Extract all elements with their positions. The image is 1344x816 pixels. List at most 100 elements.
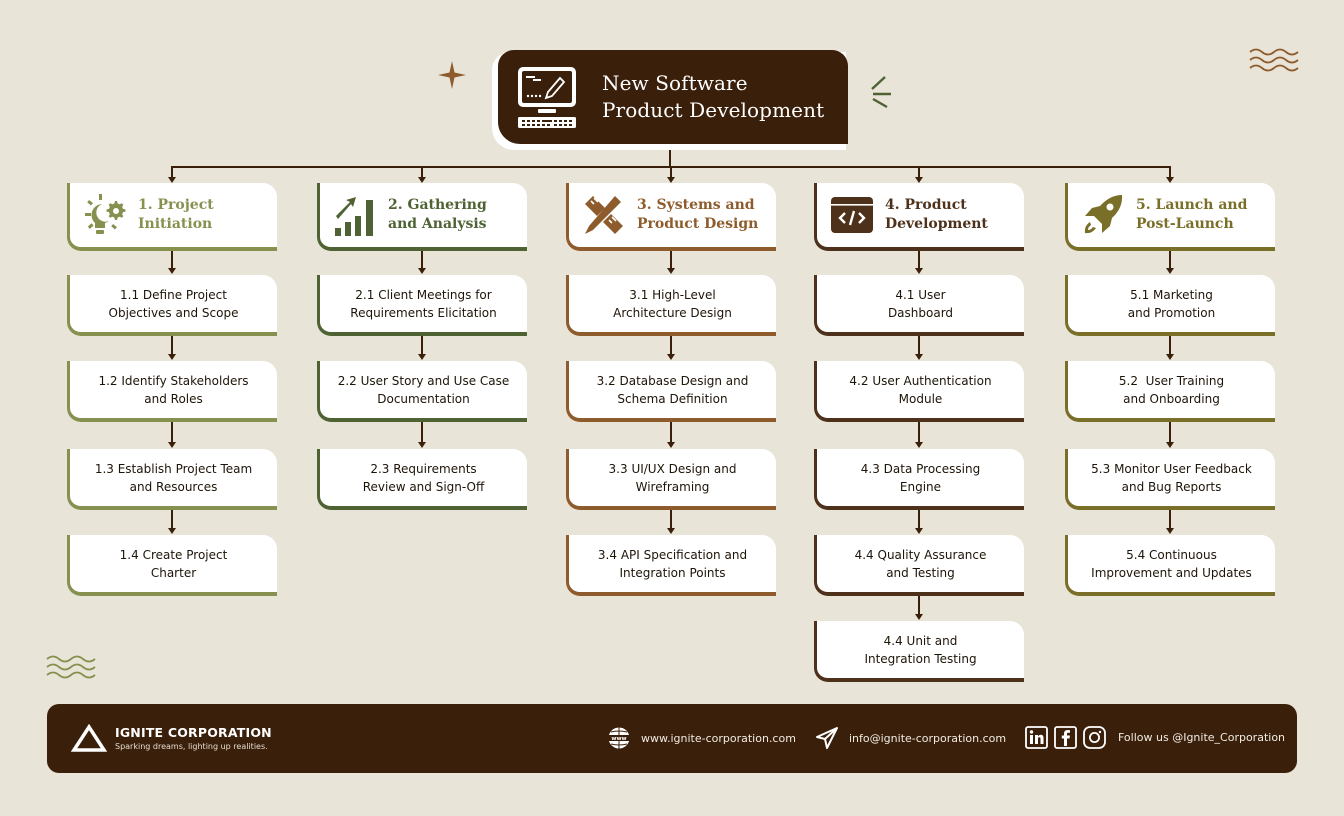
task-label-line1: 5.4 Continuous xyxy=(1126,547,1217,562)
task-label: 3.2 Database Design and Schema Definitio… xyxy=(597,372,749,408)
task-label: 3.3 UI/UX Design and Wireframing xyxy=(609,460,737,496)
task-connector xyxy=(421,336,423,355)
facebook-icon[interactable] xyxy=(1054,726,1077,749)
social-links: Follow us @Ignite_Corporation xyxy=(1025,726,1285,749)
task-label-line1: 4.4 Quality Assurance xyxy=(854,547,987,562)
task-label-line1: 1.2 Identify Stakeholders xyxy=(98,373,249,388)
task-card: 4.2 User Authentication Module xyxy=(814,361,1024,422)
svg-text:www: www xyxy=(611,736,626,742)
phase-title-line1: 5. Launch and xyxy=(1136,197,1248,213)
arrow-head xyxy=(168,528,176,534)
wave-lines-icon xyxy=(46,655,96,679)
task-card: 2.1 Client Meetings for Requirements Eli… xyxy=(317,275,527,336)
task-label: 1.2 Identify Stakeholders and Roles xyxy=(98,372,248,408)
arrow-head xyxy=(915,177,923,183)
task-card: 2.2 User Story and Use Case Documentatio… xyxy=(317,361,527,422)
growth-chart-icon xyxy=(332,192,378,238)
linkedin-icon[interactable] xyxy=(1025,726,1048,749)
arrow-head xyxy=(915,528,923,534)
task-card: 2.3 Requirements Review and Sign-Off xyxy=(317,449,527,510)
task-label: 2.2 User Story and Use Case Documentatio… xyxy=(338,372,510,408)
arrow-head xyxy=(1166,177,1174,183)
social-handle-text: Follow us @Ignite_Corporation xyxy=(1118,731,1286,744)
task-label-line2: Integration Points xyxy=(619,565,726,580)
task-card: 1.1 Define Project Objectives and Scope xyxy=(67,275,277,336)
website-link[interactable]: www www.ignite-corporation.com xyxy=(607,726,796,750)
task-connector xyxy=(421,422,423,443)
arrow-head xyxy=(1166,354,1174,360)
website-text: www.ignite-corporation.com xyxy=(641,731,796,745)
task-label-line1: 4.4 Unit and xyxy=(883,633,958,648)
task-label: 4.3 Data Processing Engine xyxy=(861,460,980,496)
task-label-line2: Schema Definition xyxy=(617,391,728,406)
task-label-line1: 4.1 User xyxy=(895,287,946,302)
task-label-line1: 2.3 Requirements xyxy=(370,461,477,476)
task-label: 3.4 API Specification and Integration Po… xyxy=(598,546,747,582)
task-card: 3.4 API Specification and Integration Po… xyxy=(566,535,776,596)
brand: IGNITE CORPORATION Sparking dreams, ligh… xyxy=(71,724,272,752)
task-label-line2: and Promotion xyxy=(1127,305,1216,320)
task-label: 2.3 Requirements Review and Sign-Off xyxy=(363,460,485,496)
task-label: 3.1 High-Level Architecture Design xyxy=(613,286,732,322)
arrow-head xyxy=(418,354,426,360)
email-link[interactable]: info@ignite-corporation.com xyxy=(815,726,1006,750)
task-connector xyxy=(421,251,423,269)
task-label-line2: Improvement and Updates xyxy=(1091,565,1252,580)
root-title-line1: New Software xyxy=(602,71,748,95)
triangle-logo-icon xyxy=(71,724,107,752)
task-label-line1: 5.2 User Training xyxy=(1118,373,1225,388)
task-label: 5.3 Monitor User Feedback and Bug Report… xyxy=(1091,460,1252,496)
paper-plane-icon xyxy=(816,727,838,749)
phase-card-1: 1. Project Initiation xyxy=(67,183,277,251)
task-label: 5.1 Marketing and Promotion xyxy=(1128,286,1215,322)
brand-tagline: Sparking dreams, lighting up realities. xyxy=(115,742,268,751)
task-card: 1.3 Establish Project Team and Resources xyxy=(67,449,277,510)
phase-card-3: 3. Systems and Product Design xyxy=(566,183,776,251)
phase-connector xyxy=(670,167,672,177)
lightbulb-gear-icon xyxy=(82,192,128,238)
phase-title: 3. Systems and Product Design xyxy=(637,196,758,234)
task-label-line2: Review and Sign-Off xyxy=(362,479,485,494)
task-label-line1: 4.3 Data Processing xyxy=(860,461,981,476)
task-label-line2: and Roles xyxy=(144,391,203,406)
arrow-head xyxy=(915,268,923,274)
arrow-head xyxy=(168,268,176,274)
task-label-line2: and Resources xyxy=(129,479,218,494)
arrow-head xyxy=(1166,528,1174,534)
phase-title: 1. Project Initiation xyxy=(138,196,214,234)
task-connector xyxy=(1169,510,1171,529)
arrow-head xyxy=(915,442,923,448)
phase-title-line2: and Analysis xyxy=(388,216,487,232)
task-label-line2: Charter xyxy=(150,565,197,580)
phase-title-line2: Initiation xyxy=(138,216,213,232)
root-node: New Software Product Development xyxy=(492,48,848,150)
arrow-head xyxy=(667,177,675,183)
task-label: 5.4 Continuous Improvement and Updates xyxy=(1091,546,1252,582)
arrow-head xyxy=(915,614,923,620)
task-card: 5.2 User Training and Onboarding xyxy=(1065,361,1275,422)
task-connector xyxy=(1169,422,1171,443)
task-label-line1: 3.1 High-Level xyxy=(629,287,716,302)
task-label: 1.3 Establish Project Team and Resources xyxy=(95,460,252,496)
task-label-line2: and Onboarding xyxy=(1123,391,1220,406)
task-card: 5.4 Continuous Improvement and Updates xyxy=(1065,535,1275,596)
arrow-head xyxy=(168,442,176,448)
task-label: 4.4 Unit and Integration Testing xyxy=(864,632,976,668)
footer: IGNITE CORPORATION Sparking dreams, ligh… xyxy=(47,704,1297,773)
task-connector xyxy=(1169,251,1171,269)
phase-card-5: 5. Launch and Post-Launch xyxy=(1065,183,1275,251)
task-connector xyxy=(670,510,672,529)
task-label-line2: Dashboard xyxy=(887,305,954,320)
arrow-head xyxy=(1166,268,1174,274)
arrow-head xyxy=(667,528,675,534)
instagram-icon[interactable] xyxy=(1083,726,1106,749)
task-label-line2: Requirements Elicitation xyxy=(350,305,497,320)
task-label-line1: 2.2 User Story and Use Case xyxy=(337,373,510,388)
task-label-line1: 5.3 Monitor User Feedback xyxy=(1091,461,1252,476)
email-text: info@ignite-corporation.com xyxy=(849,731,1007,745)
phase-title-line1: 3. Systems and xyxy=(637,197,755,213)
burst-lines-icon xyxy=(871,76,891,109)
root-node-box: New Software Product Development xyxy=(498,50,848,144)
task-connector xyxy=(1169,336,1171,355)
task-label-line2: Documentation xyxy=(377,391,470,406)
